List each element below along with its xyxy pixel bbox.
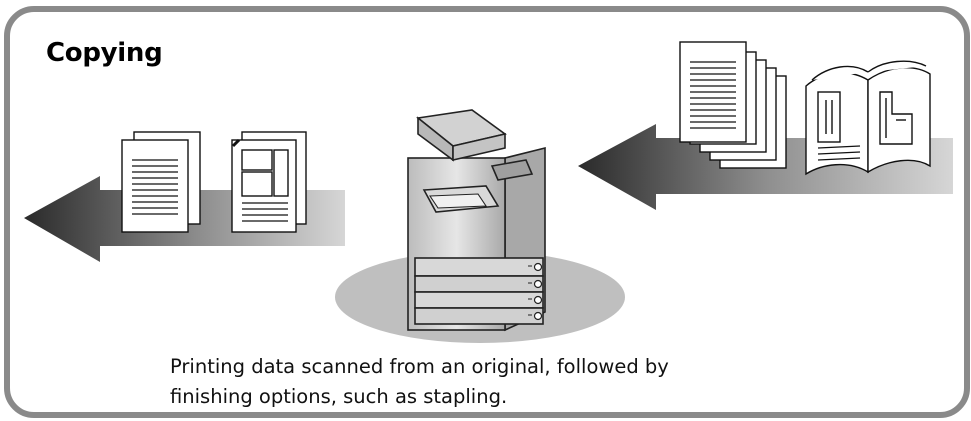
copier-machine-icon	[407, 109, 546, 332]
output-stapled-documents-icon	[121, 131, 307, 233]
input-originals-icon	[679, 41, 931, 176]
panel-title: Copying	[46, 38, 163, 68]
caption-line: Printing data scanned from an original, …	[170, 355, 669, 378]
description-caption: Printing data scanned from an original, …	[170, 352, 810, 412]
caption-line: finishing options, such as stapling.	[170, 385, 508, 408]
